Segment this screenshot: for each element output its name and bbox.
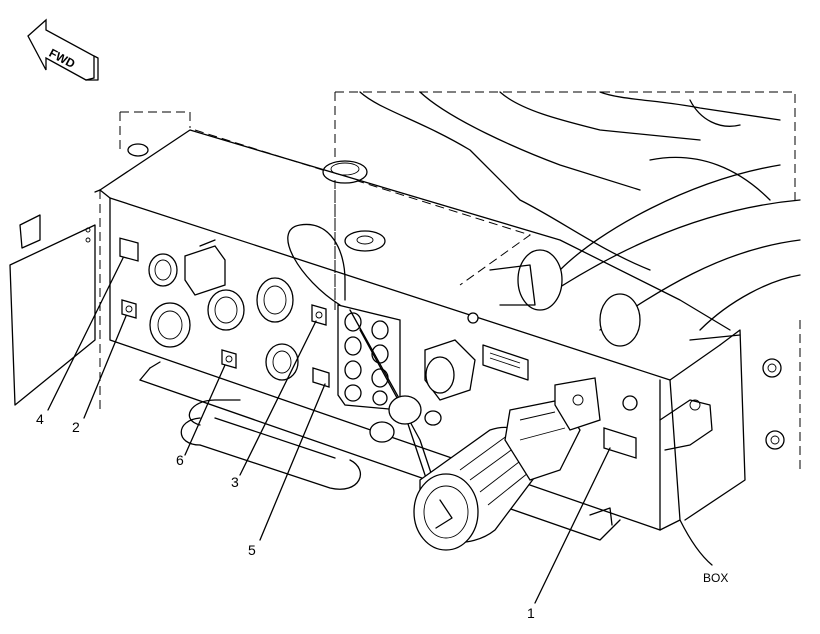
grommet bbox=[322, 160, 368, 300]
callout-3: 3 bbox=[231, 474, 239, 490]
leader-lines bbox=[47, 257, 713, 604]
callout-labels: 4 2 6 3 5 1 BOX bbox=[36, 411, 728, 621]
breaker-row bbox=[119, 237, 637, 459]
callout-4: 4 bbox=[36, 411, 44, 427]
callout-2: 2 bbox=[72, 419, 80, 435]
box-label: BOX bbox=[703, 571, 728, 585]
plate-5 bbox=[312, 367, 330, 388]
box-housing bbox=[9, 129, 785, 531]
callout-6: 6 bbox=[176, 452, 184, 468]
switch-6 bbox=[221, 349, 237, 369]
callout-5: 5 bbox=[248, 542, 256, 558]
connector-assembly bbox=[369, 339, 601, 551]
fwd-arrow-icon: FWD bbox=[27, 18, 99, 81]
switch-2 bbox=[121, 299, 137, 319]
plate-1 bbox=[603, 427, 637, 459]
callout-1: 1 bbox=[527, 605, 535, 621]
engine-assembly bbox=[359, 91, 801, 347]
top-plug bbox=[344, 230, 386, 252]
lower-bracket bbox=[139, 361, 621, 541]
switch-3 bbox=[311, 304, 327, 326]
fuse-block bbox=[337, 304, 401, 411]
